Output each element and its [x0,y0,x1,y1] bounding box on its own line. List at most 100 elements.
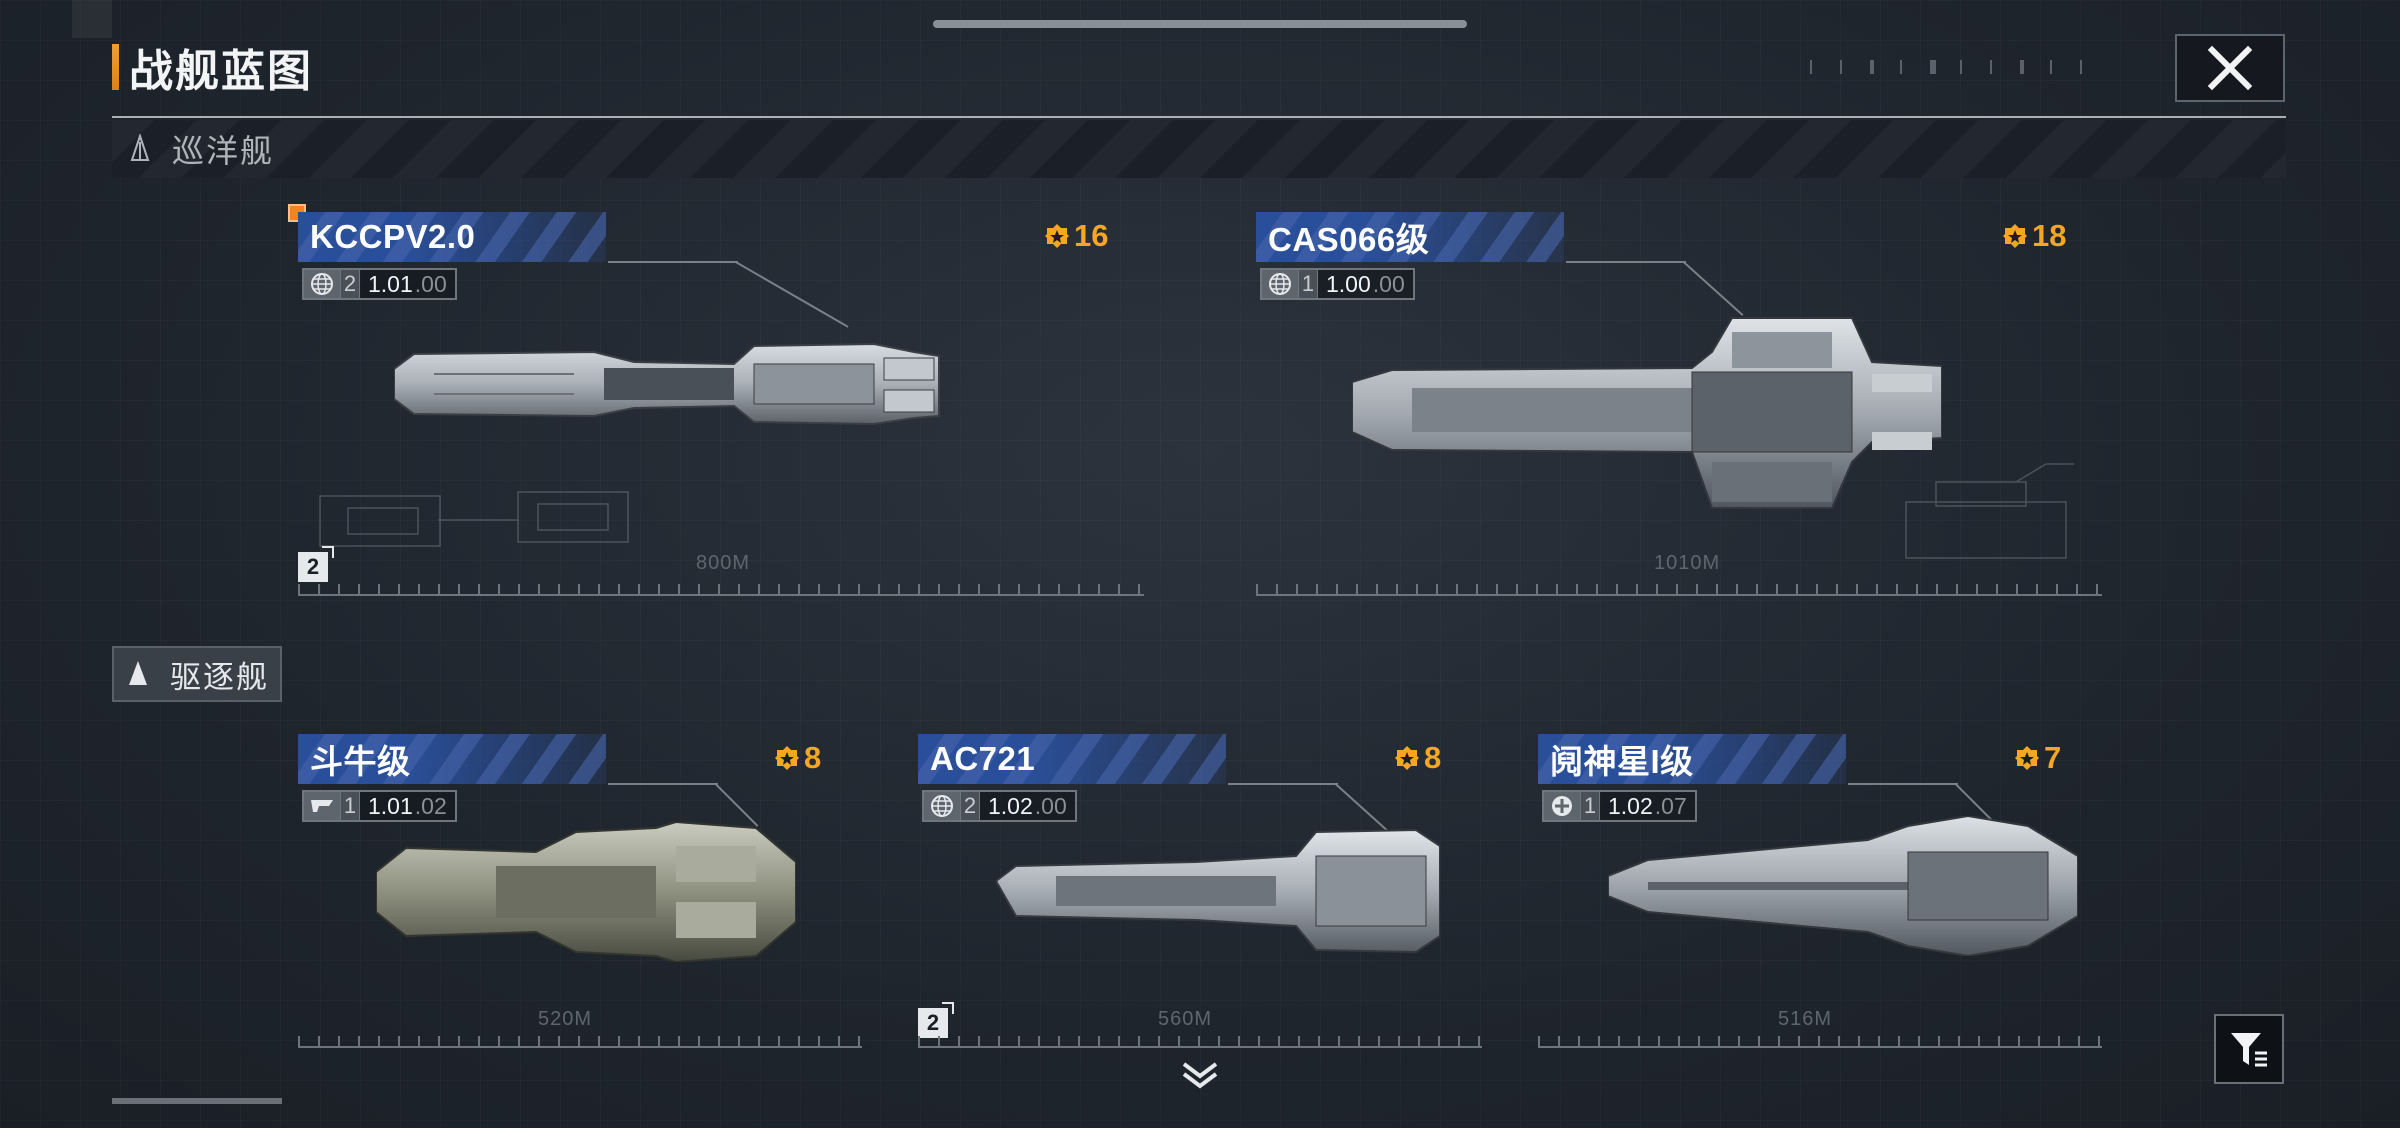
ship-card-bull[interactable]: 斗牛级 8 1 1.01 .02 520M [298,734,862,1054]
ship-version: 1.02 .07 [1600,792,1695,820]
leader-line [1566,261,1686,263]
ship-length: 520M [538,1008,593,1030]
cruiser-silhouette-icon [130,134,150,161]
category-label-cruiser: 巡洋舰 [172,133,275,169]
tier-badge: 2 [918,1002,954,1038]
title-accent-bar [112,44,119,90]
cost-value: 18 [2032,218,2067,253]
ship-version: 1.01 .00 [360,270,455,298]
ship-model-bull [376,822,796,962]
cost-badge: 8 [774,740,821,776]
ship-count: 1 [340,792,360,820]
ship-stats: 2 1.01 .00 [302,268,457,300]
category-label-destroyer: 驱逐舰 [170,659,269,695]
chevron-down-icon[interactable] [1180,1060,1220,1090]
command-points-icon [2015,746,2039,770]
leader-line [1848,783,1958,785]
ship-count: 2 [960,792,980,820]
ship-length: 516M [1778,1008,1833,1030]
command-points-icon [1395,746,1419,770]
ship-model-eris [1608,816,2078,956]
version-minor: .00 [1372,270,1405,297]
ship-card-cas066[interactable]: CAS066级 18 1 1.00 .00 1010M [1256,212,2102,602]
leader-line [608,783,718,785]
ship-model-ac721 [996,828,1440,954]
ship-length: 1010M [1654,552,1721,574]
ship-name-banner: 阋神星I级 [1538,734,1846,784]
ship-count: 1 [1298,270,1318,298]
ship-model-cas066 [1352,317,1942,509]
leader-line [735,261,849,328]
ship-stats: 2 1.02 .00 [922,790,1077,822]
ship-card-eris[interactable]: 阋神星I级 7 1 1.02 .07 516M [1538,734,2102,1054]
command-points-icon [775,746,799,770]
version-minor: .00 [1034,792,1067,819]
leader-line [714,783,759,827]
ship-card-ac721[interactable]: AC721 8 2 1.02 .00 2 560M [918,734,1482,1054]
corner-tab [72,0,112,38]
cost-badge: 16 [1044,218,1108,254]
version-main: 1.02 [988,792,1033,819]
ship-stats: 1 1.02 .07 [1542,790,1697,822]
page-header: 战舰蓝图 [112,40,313,96]
ship-name: AC721 [930,740,1036,777]
command-points-icon [1045,224,1069,248]
version-main: 1.02 [1608,792,1653,819]
tier-badge: 2 [298,546,334,582]
close-x-icon [2207,45,2253,91]
home-indicator [933,20,1467,28]
ship-name: KCCPV2.0 [310,218,476,255]
ship-stats: 1 1.00 .00 [1260,268,1415,300]
scroll-indicator-bar [112,1098,282,1104]
scale-bar [298,582,1144,596]
cost-value: 8 [804,740,822,775]
cost-badge: 18 [2002,218,2066,254]
ship-length: 800M [696,552,751,574]
cost-value: 8 [1424,740,1442,775]
ship-name-banner: AC721 [918,734,1226,784]
deco-ticks [1810,60,2082,74]
category-tab-destroyer[interactable]: 驱逐舰 [112,646,282,702]
cost-badge: 8 [1394,740,1441,776]
version-minor: .07 [1654,792,1687,819]
globe-icon [304,270,340,298]
ship-version: 1.01 .02 [360,792,455,820]
scale-bar [918,1034,1482,1048]
filter-icon [2231,1033,2267,1067]
blueprint-sketch [319,491,629,547]
ship-name: 阋神星I级 [1550,743,1694,780]
ship-version: 1.02 .00 [980,792,1075,820]
page-title: 战舰蓝图 [129,47,313,96]
scale-bar [1538,1034,2102,1048]
version-main: 1.00 [1326,270,1371,297]
leader-line [1682,261,1744,317]
ship-length: 560M [1158,1008,1213,1030]
ship-model-kccpv [394,342,940,426]
filter-button[interactable] [2214,1014,2284,1084]
ship-count: 1 [1580,792,1600,820]
command-points-icon [2003,224,2027,248]
ship-name-banner: CAS066级 [1256,212,1564,262]
globe-icon [1262,270,1298,298]
cost-badge: 7 [2014,740,2061,776]
leader-line [1228,783,1338,785]
leader-line [1334,783,1389,832]
close-button[interactable] [2175,34,2285,102]
version-main: 1.01 [368,792,413,819]
scale-bar [1256,582,2102,596]
faction-emblem-icon [1544,792,1580,820]
ship-name: 斗牛级 [310,743,411,780]
leader-line [608,261,738,263]
ship-version: 1.00 .00 [1318,270,1413,298]
destroyer-silhouette-icon [129,661,147,685]
version-main: 1.01 [368,270,413,297]
ship-name-banner: KCCPV2.0 [298,212,606,262]
ship-card-kccpv[interactable]: KCCPV2.0 16 2 1.01 .00 2 8 [298,212,1144,602]
category-header-cruiser[interactable]: 巡洋舰 [112,120,2286,178]
globe-icon [924,792,960,820]
cost-value: 16 [1074,218,1109,253]
ship-stats: 1 1.01 .02 [302,790,457,822]
version-minor: .02 [414,792,447,819]
ship-name-banner: 斗牛级 [298,734,606,784]
header-divider [112,116,2286,118]
